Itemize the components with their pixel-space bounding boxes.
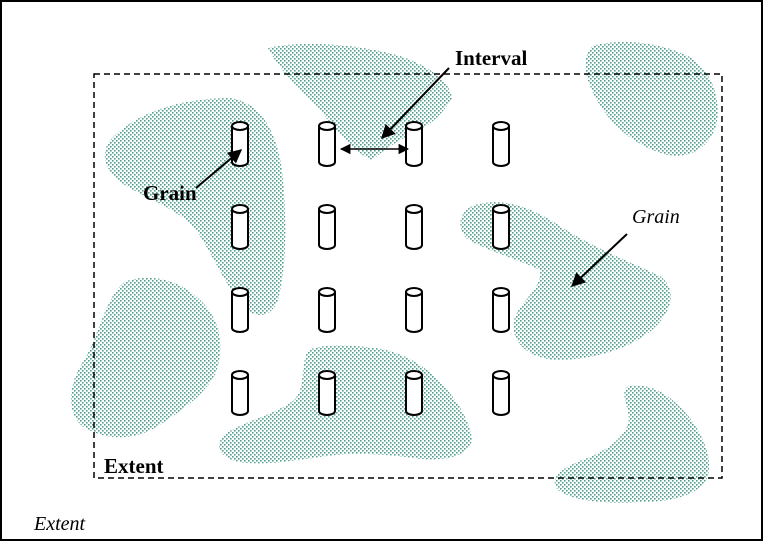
- grain-inner-pointer-arrow: [195, 149, 243, 189]
- sampler-cylinder: [231, 370, 249, 416]
- interval-label: Interval: [455, 46, 528, 70]
- sampler-cylinder: [318, 287, 336, 333]
- sampler-cylinder: [492, 370, 510, 416]
- sampler-cylinder: [231, 121, 249, 167]
- sampler-cylinder: [318, 370, 336, 416]
- grain-patch-right-middle: [460, 202, 671, 360]
- extent-outer-label: Extent: [34, 513, 86, 535]
- grain-patches: [70, 41, 718, 503]
- sampler-cylinder: [492, 121, 510, 167]
- grain-patch-top-center: [268, 43, 452, 161]
- sampler-cylinder: [318, 121, 336, 167]
- sampler-cylinder: [492, 204, 510, 250]
- sampler-cylinder: [405, 121, 423, 167]
- interval-pointer-arrow: [381, 67, 450, 140]
- sampler-cylinder: [405, 370, 423, 416]
- sampler-cylinder: [231, 204, 249, 250]
- extent-inner-label: Extent: [104, 454, 164, 478]
- grain-patch-bottom-right: [554, 385, 710, 503]
- sampler-cylinder: [231, 287, 249, 333]
- sampler-cylinder: [405, 287, 423, 333]
- grain-inner-label: Grain: [143, 181, 197, 205]
- grain-patch-bottom-left: [70, 277, 221, 438]
- sampler-cylinder: [318, 204, 336, 250]
- sampler-cylinder: [492, 287, 510, 333]
- grain-outer-label: Grain: [632, 206, 680, 228]
- sampler-cylinder: [405, 204, 423, 250]
- grain-outer-pointer-arrow: [570, 233, 628, 287]
- grain-patch-bottom-center: [218, 345, 472, 464]
- extent-boundary: [93, 73, 723, 479]
- grain-patch-top-right: [585, 41, 718, 156]
